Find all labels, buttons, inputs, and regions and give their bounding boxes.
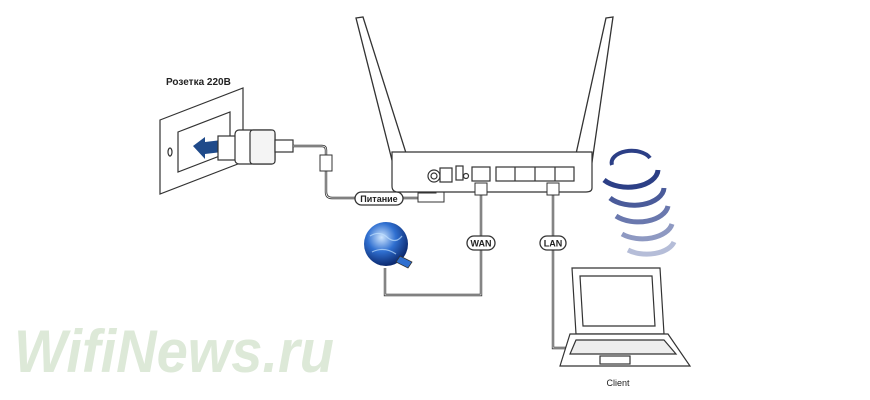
client-label: Client xyxy=(606,378,630,388)
router xyxy=(391,151,593,193)
svg-text:Питание: Питание xyxy=(360,194,397,204)
ferrite-core xyxy=(319,154,333,172)
wifi-signal-icon xyxy=(602,148,677,257)
internet-globe-icon xyxy=(364,222,413,269)
svg-text:LAN: LAN xyxy=(544,239,563,249)
watermark: WifiNews.ru xyxy=(14,318,334,385)
svg-text:WAN: WAN xyxy=(471,239,492,249)
plug-in-arrow-icon xyxy=(193,137,222,159)
power-label: Питание xyxy=(354,191,404,206)
lan-label: LAN xyxy=(539,235,567,251)
power-adapter xyxy=(217,129,294,165)
client-laptop xyxy=(559,267,692,367)
wan-label: WAN xyxy=(466,235,496,251)
socket-label: Розетка 220В xyxy=(166,77,231,88)
